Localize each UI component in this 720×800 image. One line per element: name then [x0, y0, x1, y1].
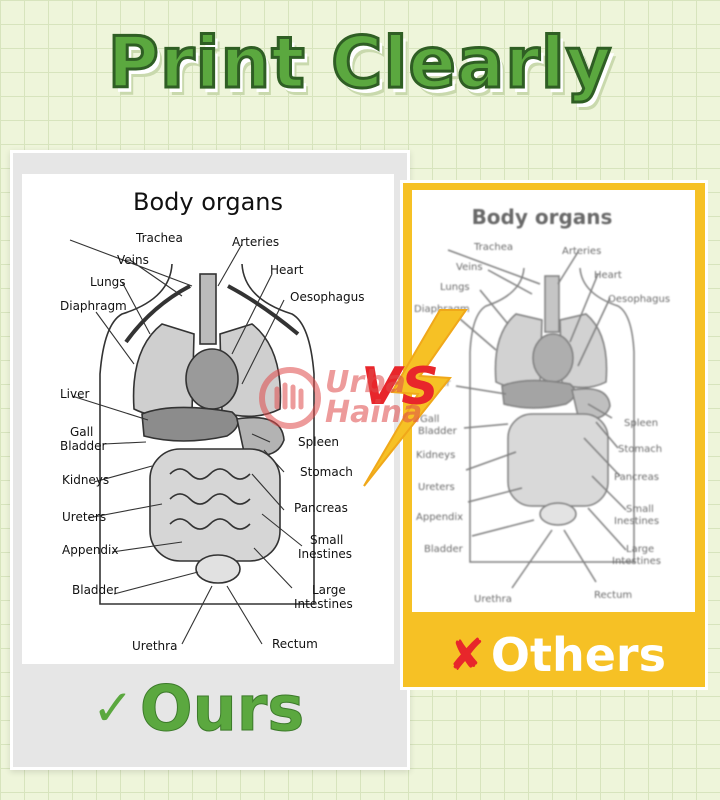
intestine-coils: [169, 468, 251, 530]
label-ureters: Ureters: [62, 510, 106, 524]
others-label-small: Small: [626, 504, 654, 515]
label-stomach: Stomach: [300, 465, 353, 479]
others-label-pancreas: Pancreas: [614, 472, 659, 483]
heart-shape: [185, 348, 239, 410]
others-chart-title: Body organs: [472, 205, 613, 229]
check-icon: ✓: [92, 679, 134, 737]
diagram-ours: Body organs Trachea Veins Arteries Heart…: [60, 188, 364, 653]
others-label-large: Large: [626, 544, 654, 555]
label-pancreas: Pancreas: [294, 501, 348, 515]
others-label-gall: Gall: [420, 414, 439, 425]
trachea-shape: [199, 273, 217, 345]
vs-text: VS: [361, 357, 439, 417]
label-lungs: Lungs: [90, 275, 126, 289]
left-lung: [132, 323, 195, 418]
liver-shape: [141, 406, 239, 442]
label-inestines: Inestines: [298, 547, 352, 561]
label-large: Large: [312, 583, 346, 597]
label-small: Small: [310, 533, 343, 547]
label-liver: Liver: [60, 387, 90, 401]
others-label-arteries: Arteries: [562, 246, 601, 257]
others-label-kidneys: Kidneys: [416, 450, 455, 461]
cross-icon: ✘: [448, 629, 485, 681]
others-label-inestines: Inestines: [614, 516, 659, 527]
watermark: Urba Haina: [255, 358, 465, 438]
chart-title: Body organs: [133, 188, 283, 216]
label-veins: Veins: [117, 253, 149, 267]
others-label-ureters: Ureters: [418, 482, 455, 493]
verdict-others: ✘ Others: [448, 624, 666, 686]
label-trachea: Trachea: [135, 231, 183, 245]
label-heart: Heart: [270, 263, 304, 277]
arteries-vessel: [227, 284, 300, 336]
watermark-line2: Haina: [325, 395, 423, 430]
bladder-shape: [195, 554, 241, 584]
watermark-logo-icon: [259, 367, 321, 429]
veins-vessel: [124, 284, 191, 344]
sheet-ours: Body organs Trachea Veins Arteries Heart…: [22, 174, 394, 664]
label-rectum: Rectum: [272, 637, 318, 651]
others-label-heart: Heart: [594, 270, 622, 281]
others-label-lungs: Lungs: [440, 282, 470, 293]
headline-print-clearly: Print Clearly: [106, 21, 613, 106]
vs-badge: VS: [300, 300, 500, 490]
verdict-ours: ✓ Ours: [92, 668, 305, 748]
verdict-others-label: Others: [490, 628, 666, 682]
label-diaphragm: Diaphragm: [60, 299, 127, 313]
label-oesophagus: Oesophagus: [290, 290, 364, 304]
others-label-bladder: Bladder: [424, 544, 464, 555]
label-intestines: Intestines: [294, 597, 353, 611]
label-spleen: Spleen: [298, 435, 339, 449]
others-label-trachea: Trachea: [473, 242, 513, 253]
others-label-spleen: Spleen: [624, 418, 658, 429]
others-label-appendix: Appendix: [416, 512, 463, 523]
label-appendix: Appendix: [62, 543, 118, 557]
others-label-urethra: Urethra: [474, 594, 512, 605]
label-kidneys: Kidneys: [62, 473, 109, 487]
label-arteries: Arteries: [232, 235, 279, 249]
watermark-line1: Urba: [325, 365, 406, 400]
others-label-gall-bladder: Bladder: [418, 426, 458, 437]
others-label-intestines: Intestines: [612, 556, 661, 567]
others-label-veins: Veins: [456, 262, 483, 273]
verdict-ours-label: Ours: [139, 671, 305, 745]
others-label-oesophagus: Oesophagus: [608, 294, 670, 305]
label-gall: Gall: [70, 425, 93, 439]
label-urethra: Urethra: [132, 639, 177, 653]
label-gall-bladder: Bladder: [60, 439, 107, 453]
torso-outline: [99, 263, 315, 605]
others-label-stomach: Stomach: [618, 444, 662, 455]
others-label-rectum: Rectum: [594, 590, 632, 601]
lightning-bolt-icon: [363, 309, 468, 487]
label-bladder: Bladder: [72, 583, 119, 597]
